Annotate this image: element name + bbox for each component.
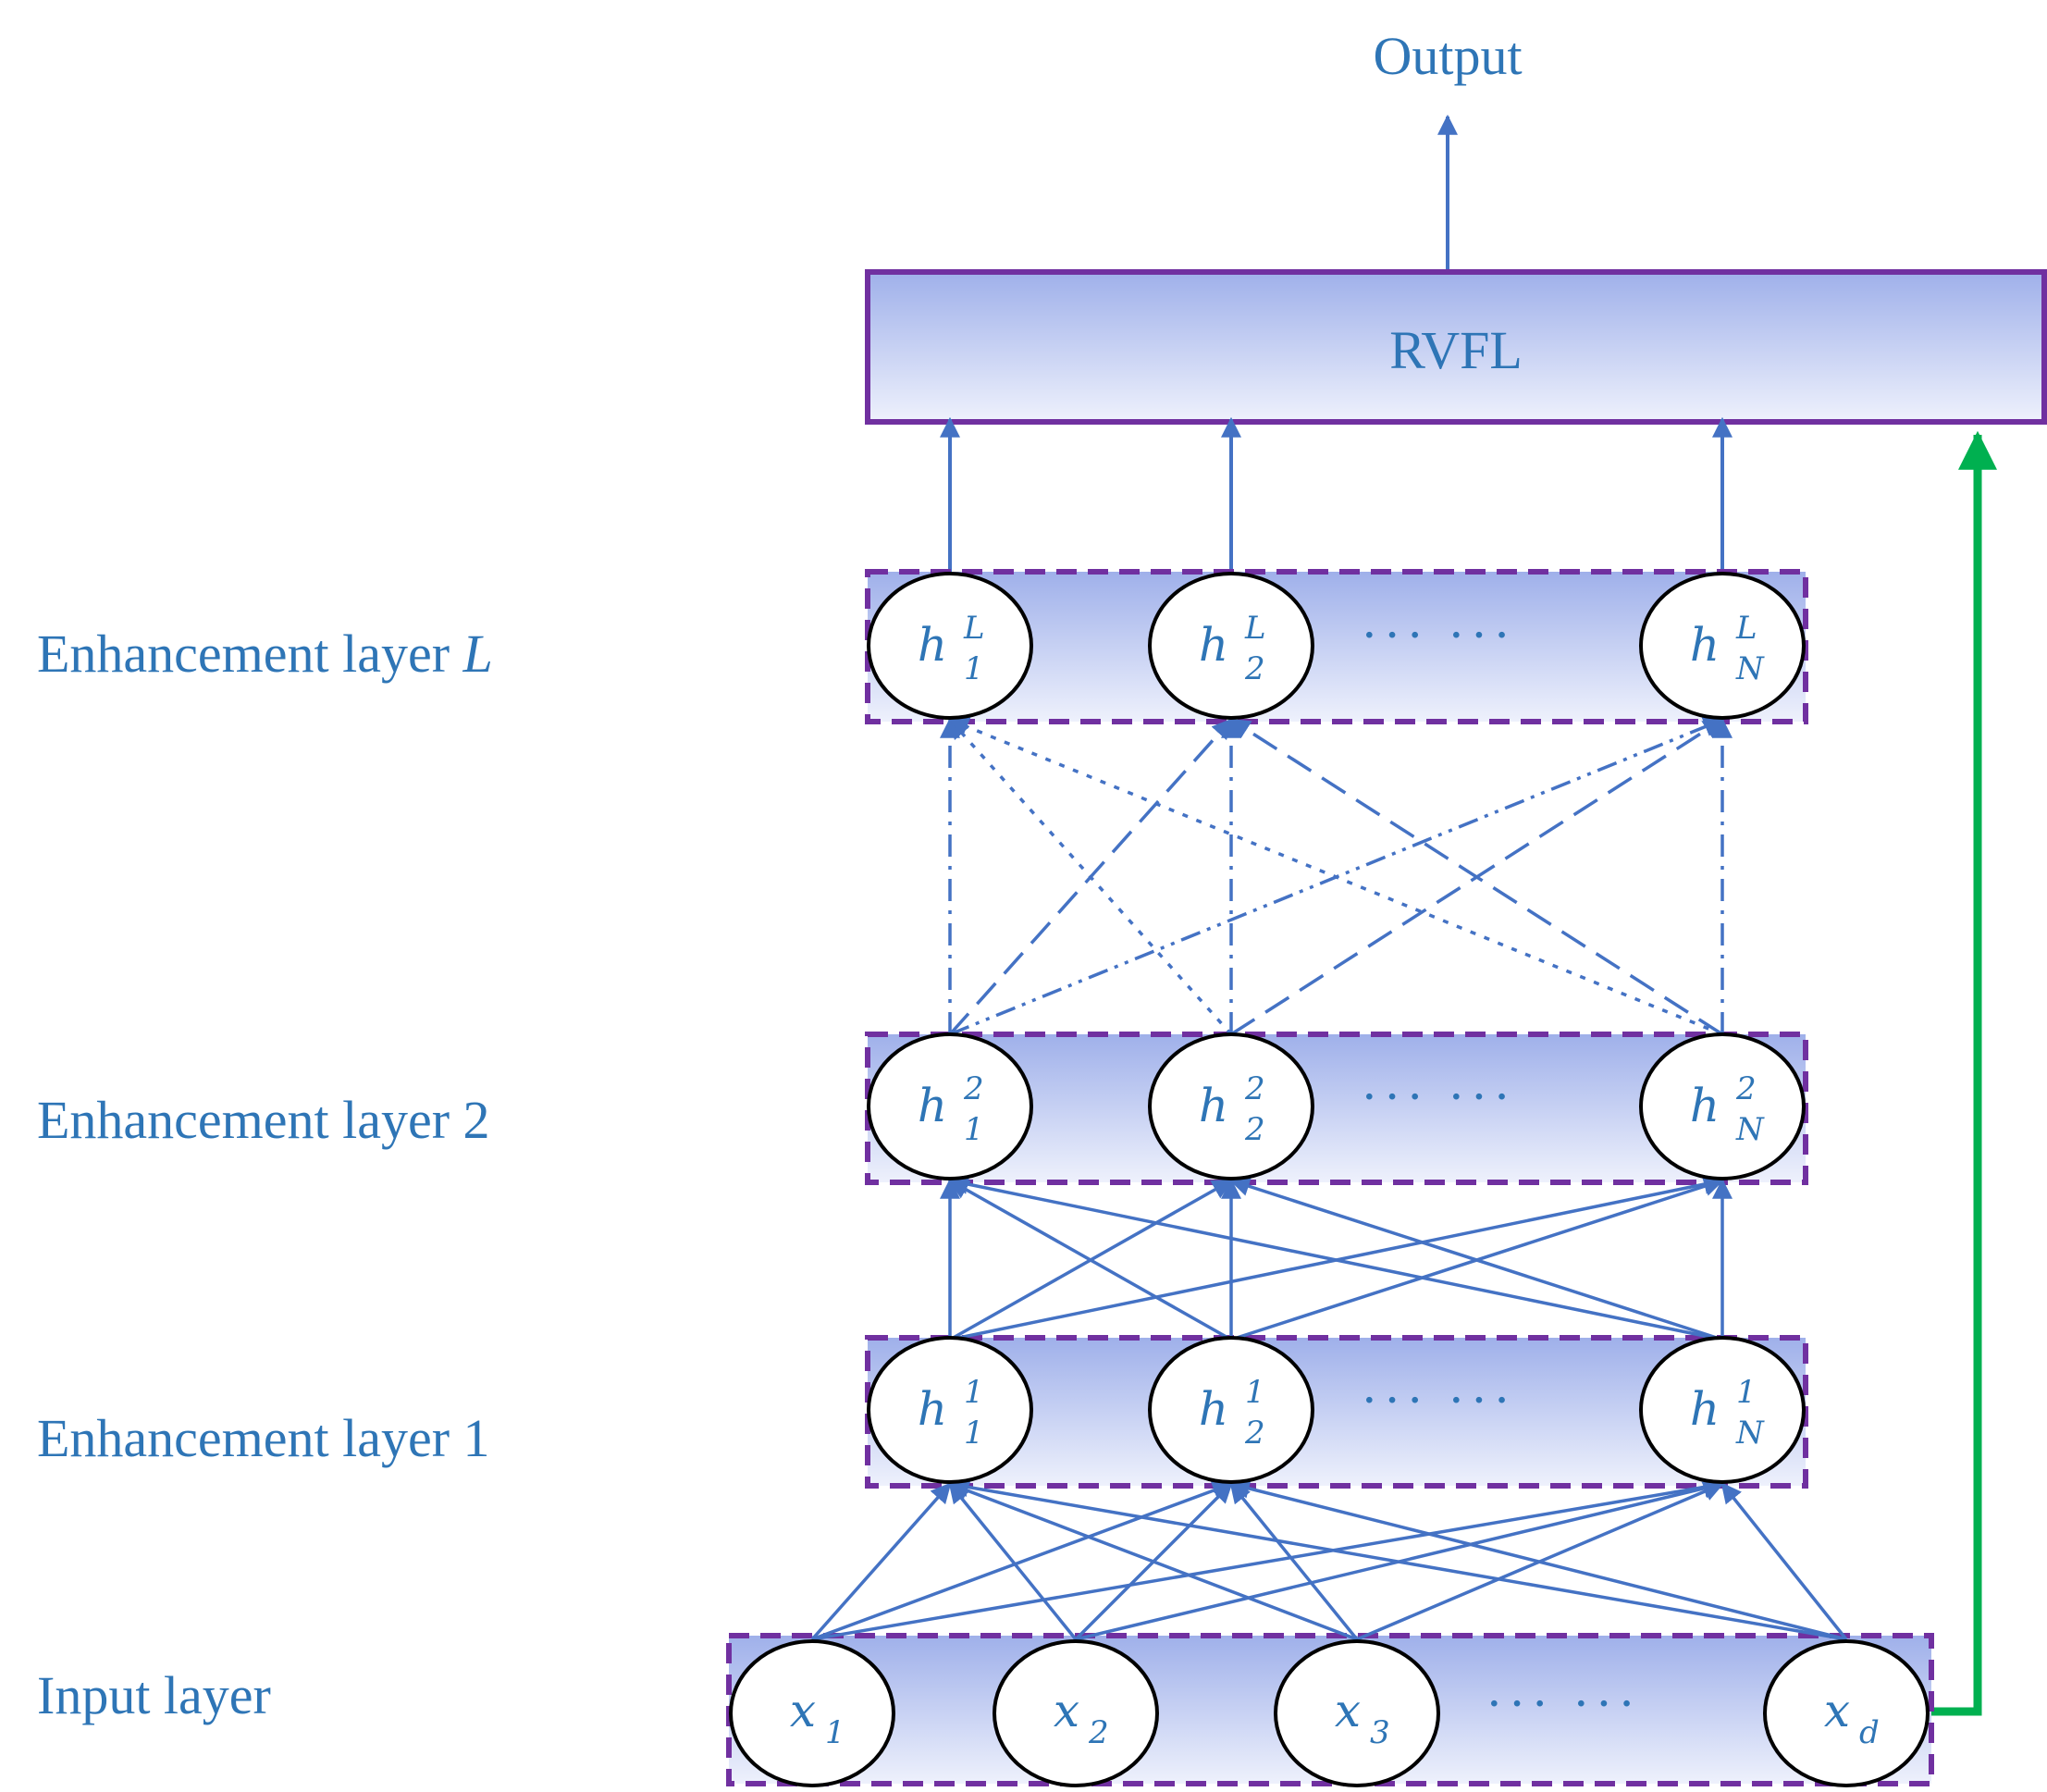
node-x3-sub: 3 [1370, 1714, 1390, 1751]
node-hLN [1639, 572, 1806, 720]
node-h1-2 [1148, 1336, 1314, 1484]
node-h2-2-sub: 2 [1244, 1111, 1265, 1148]
node-h2-1-base: h [918, 1079, 947, 1132]
node-h1-N [1639, 1336, 1806, 1484]
node-xd-base: x [1824, 1684, 1850, 1737]
node-h2-1-sub: 1 [964, 1111, 984, 1148]
node-h2-1 [867, 1032, 1033, 1180]
node-h1-1-sup: 1 [964, 1374, 984, 1411]
label-enh-layer-1: Enhancement layer 1 [37, 1408, 490, 1468]
node-h2-2-sup: 2 [1244, 1070, 1265, 1107]
node-x1 [729, 1639, 895, 1787]
node-h2-N-sup: 2 [1735, 1070, 1757, 1107]
node-h1-2-sub: 2 [1244, 1415, 1265, 1452]
output-label: Output [1373, 26, 1522, 86]
node-h2-2-base: h [1199, 1079, 1228, 1132]
node-h1-2-sup: 1 [1245, 1374, 1265, 1411]
input-skip-arrow [1929, 430, 1997, 1716]
node-h1-1-sub: 1 [964, 1415, 984, 1452]
node-h2-N-sub: N [1735, 1111, 1765, 1148]
enhL-to-rvfl-arrows [940, 416, 1733, 572]
enh2-nodes: h 2 1 h 2 2 h 2 N ··· ··· [867, 1032, 1806, 1180]
node-hL2-base: h [1199, 618, 1228, 672]
node-x2 [993, 1639, 1159, 1787]
input-ellipsis: ··· ··· [1486, 1675, 1641, 1733]
label-enh-layer-2: Enhancement layer 2 [37, 1090, 490, 1150]
node-x2-base: x [1054, 1684, 1079, 1737]
input-nodes: x 1 x 2 x 3 x d ··· ··· [729, 1639, 1930, 1787]
node-h1-1-base: h [918, 1382, 947, 1436]
node-hL2 [1148, 572, 1314, 720]
label-enh-layer-L: Enhancement layer L [37, 624, 493, 684]
rvfl-box [865, 269, 2047, 425]
node-h1-N-sup: 1 [1736, 1374, 1757, 1411]
node-x3-base: x [1335, 1684, 1361, 1737]
node-hL1 [867, 572, 1033, 720]
node-h1-N-sub: N [1735, 1415, 1765, 1452]
node-hLN-base: h [1690, 618, 1720, 672]
node-h1-2-base: h [1199, 1382, 1228, 1436]
enh2-to-enhL-edges [940, 717, 1733, 1036]
node-h2-2 [1148, 1032, 1314, 1180]
node-xd-sub: d [1859, 1714, 1880, 1751]
node-h2-1-sup: 2 [963, 1070, 984, 1107]
node-hL1-sub: 1 [964, 650, 984, 687]
label-enh-layer-L-prefix: Enhancement layer [37, 624, 463, 684]
rvfl-label: RVFL [1389, 320, 1523, 380]
node-x3 [1274, 1639, 1440, 1787]
enh2-ellipsis: ··· ··· [1361, 1069, 1516, 1126]
node-h2-N [1639, 1032, 1806, 1180]
enhL-ellipsis: ··· ··· [1361, 607, 1516, 664]
node-x1-sub: 1 [825, 1714, 845, 1751]
input-to-enh1-edges [810, 1477, 1848, 1641]
node-h1-1 [867, 1336, 1033, 1484]
node-hLN-sup: L [1735, 610, 1757, 647]
node-h1-N-base: h [1690, 1382, 1720, 1436]
label-enh-layer-L-var: L [462, 624, 493, 684]
node-h2-N-base: h [1690, 1079, 1720, 1132]
node-hL1-base: h [918, 618, 947, 672]
label-input-layer: Input layer [37, 1665, 271, 1725]
enh1-nodes: h 1 1 h 1 2 h 1 N ··· ··· [867, 1336, 1806, 1484]
node-x2-sub: 2 [1088, 1714, 1109, 1751]
node-xd [1763, 1639, 1930, 1787]
node-hLN-sub: N [1735, 650, 1765, 687]
node-hL1-sup: L [963, 610, 985, 647]
enh1-ellipsis: ··· ··· [1361, 1372, 1516, 1429]
node-hL2-sub: 2 [1244, 650, 1265, 687]
node-hL2-sup: L [1244, 610, 1266, 647]
node-x1-base: x [790, 1684, 816, 1737]
enhL-nodes: h L 1 h L 2 h L N ··· ··· [867, 572, 1806, 720]
enh1-to-enh2-edges [940, 1174, 1733, 1341]
